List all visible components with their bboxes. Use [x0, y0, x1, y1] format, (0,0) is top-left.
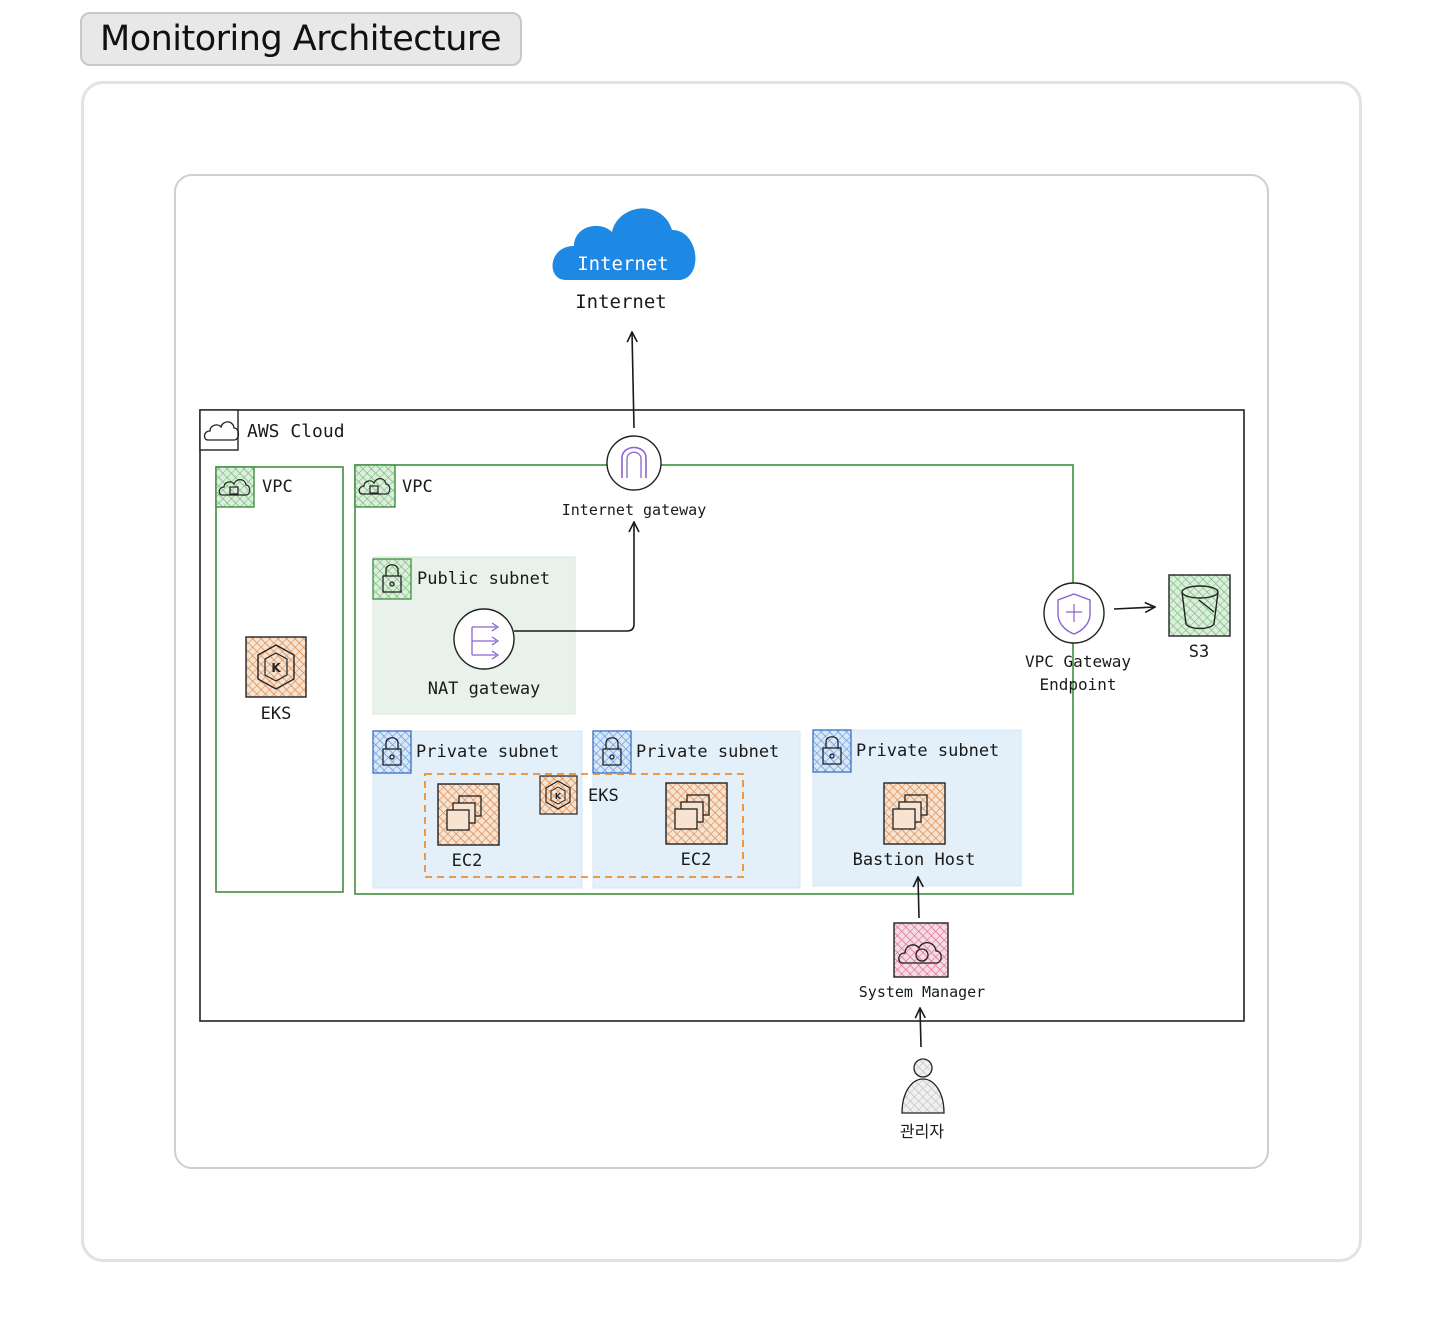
eks-cluster-group: K EKS — [424, 773, 744, 878]
bastion-host-label: Bastion Host — [853, 850, 976, 870]
vpc-endpoint-node: VPC Gateway Endpoint — [1025, 582, 1131, 694]
s3-node: S3 — [1168, 574, 1231, 662]
ec2-node-1: EC2 — [437, 783, 500, 871]
vpc-lock-cloud-icon — [218, 479, 251, 496]
private-subnet-2-label: Private subnet — [636, 742, 779, 762]
system-manager-node: System Manager — [859, 922, 985, 1001]
lock-icon — [382, 564, 402, 593]
private-subnet-1-label: Private subnet — [416, 742, 559, 762]
svg-text:K: K — [271, 661, 281, 675]
vpc-main-group: VPC — [354, 464, 1074, 895]
internet-cloud-text: Internet — [577, 253, 669, 275]
internet-label: Internet — [575, 291, 667, 313]
eks-left-label: EKS — [261, 704, 292, 724]
endpoint-to-s3-arrow — [1113, 607, 1155, 609]
aws-cloud-group: AWS Cloud — [199, 409, 1245, 1022]
kubernetes-icon — [257, 644, 295, 690]
bucket-icon — [1181, 585, 1219, 630]
admin-node: 관리자 — [900, 1058, 945, 1141]
sysmgr-to-bastion-arrow — [918, 877, 919, 919]
nat-gateway-label: NAT gateway — [428, 679, 541, 699]
vpc-endpoint-label-line1: VPC Gateway — [1025, 652, 1131, 671]
bastion-host-node: Bastion Host — [853, 782, 976, 870]
aws-cloud-label: AWS Cloud — [247, 421, 345, 442]
ec2-icon — [446, 795, 482, 831]
internet-node: Internet Internet — [552, 208, 696, 313]
admin-label: 관리자 — [900, 1122, 944, 1141]
shield-icon — [1057, 593, 1091, 635]
nat-gateway-node: NAT gateway — [428, 608, 541, 699]
diagram-card — [174, 174, 1269, 1169]
system-manager-label: System Manager — [859, 983, 985, 1001]
user-icon — [913, 1058, 933, 1078]
page-title: Monitoring Architecture — [80, 12, 522, 66]
igw-to-internet-arrow — [632, 332, 634, 429]
private-subnet-3-label: Private subnet — [856, 741, 999, 761]
svg-text:K: K — [555, 792, 562, 801]
lock-icon — [822, 736, 842, 765]
internet-gateway-label: Internet gateway — [562, 501, 707, 519]
lock-icon — [602, 737, 622, 766]
nat-icon — [471, 622, 500, 660]
gateway-arch-icon — [621, 446, 647, 478]
ec2-2-label: EC2 — [681, 850, 712, 870]
cloud-gear-icon — [898, 942, 942, 964]
vpc-main-label: VPC — [402, 477, 433, 497]
eks-cluster-label: EKS — [588, 786, 619, 806]
kubernetes-icon — [545, 780, 571, 810]
ec2-node-2: EC2 — [665, 782, 728, 870]
public-subnet-label: Public subnet — [417, 569, 550, 589]
nat-to-igw-arrow — [514, 522, 634, 632]
ec2-icon — [674, 794, 710, 830]
internet-gateway-node: Internet gateway — [562, 435, 707, 519]
vpc-main-lock-cloud-icon — [358, 478, 391, 495]
vpc-left-label: VPC — [262, 477, 293, 497]
vpc-left-group: VPC K EKS — [215, 466, 344, 893]
public-subnet-group: Public subnet NAT gateway — [372, 556, 576, 715]
cloud-icon — [552, 208, 696, 280]
aws-cloud-icon — [203, 421, 240, 441]
s3-label: S3 — [1189, 642, 1209, 662]
page-title-text: Monitoring Architecture — [100, 19, 502, 59]
vpc-endpoint-label-line2: Endpoint — [1039, 675, 1116, 694]
ec2-1-label: EC2 — [452, 851, 483, 871]
lock-icon — [382, 737, 402, 766]
admin-to-sysmgr-arrow — [920, 1008, 921, 1048]
eks-left-node: K EKS — [245, 636, 307, 724]
ec2-icon — [892, 794, 928, 830]
